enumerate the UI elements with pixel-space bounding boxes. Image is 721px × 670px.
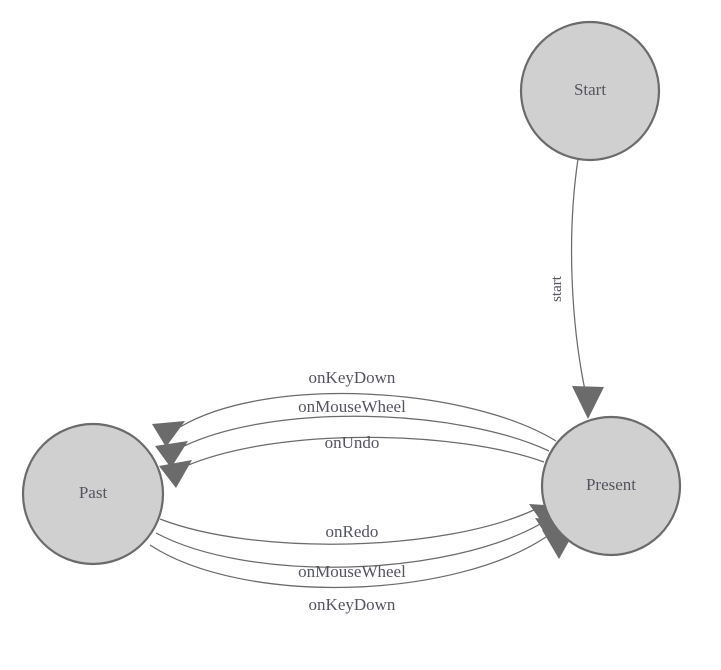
edge-label-present-past-onkeydown: onKeyDown [309,368,396,387]
node-present-circle [540,415,682,557]
edge-past-to-present-onmousewheel-path [155,522,543,568]
edge-past-to-present-onredo-path [159,508,537,545]
edge-label-past-present-onmousewheel: onMouseWheel [298,562,406,581]
edge-start-to-present-arrowhead [572,386,604,419]
edge-label-present-past-onundo: onUndo [325,433,380,452]
node-start-circle [519,20,661,162]
node-present-label: Present [586,475,636,494]
edge-present-to-past-onundo-path [185,436,545,467]
edge-present-to-past-onmousewheel-arrowhead [155,441,188,468]
edge-start-to-present-path [570,158,587,396]
edge-present-to-past-onmousewheel-path [181,415,550,452]
edge-start-to-present[interactable]: start [549,158,604,419]
node-start-label: Start [574,80,606,99]
edge-past-to-present-onredo[interactable]: onRedo [159,504,560,545]
edge-present-to-past-onkeydown-path [179,392,557,442]
edge-present-to-past-onmousewheel[interactable]: onMouseWheel [155,397,550,468]
edge-present-to-past-onkeydown-arrowhead [152,421,185,447]
edge-label-past-present-onredo: onRedo [326,522,379,541]
edge-label-past-present-onkeydown: onKeyDown [309,595,396,614]
edge-past-to-present-onkeydown-path [149,534,550,589]
edge-label-present-past-onmousewheel: onMouseWheel [298,397,406,416]
node-present[interactable]: Present [540,415,682,557]
edge-label-start: start [549,275,565,302]
node-start[interactable]: Start [519,20,661,162]
edge-present-to-past-onundo-arrowhead [159,460,192,488]
node-past-circle [21,422,165,566]
node-past[interactable]: Past [21,422,165,566]
edge-present-to-past-onundo[interactable]: onUndo [159,433,545,488]
node-past-label: Past [79,483,108,502]
edge-present-to-past-onkeydown[interactable]: onKeyDown [152,368,557,447]
